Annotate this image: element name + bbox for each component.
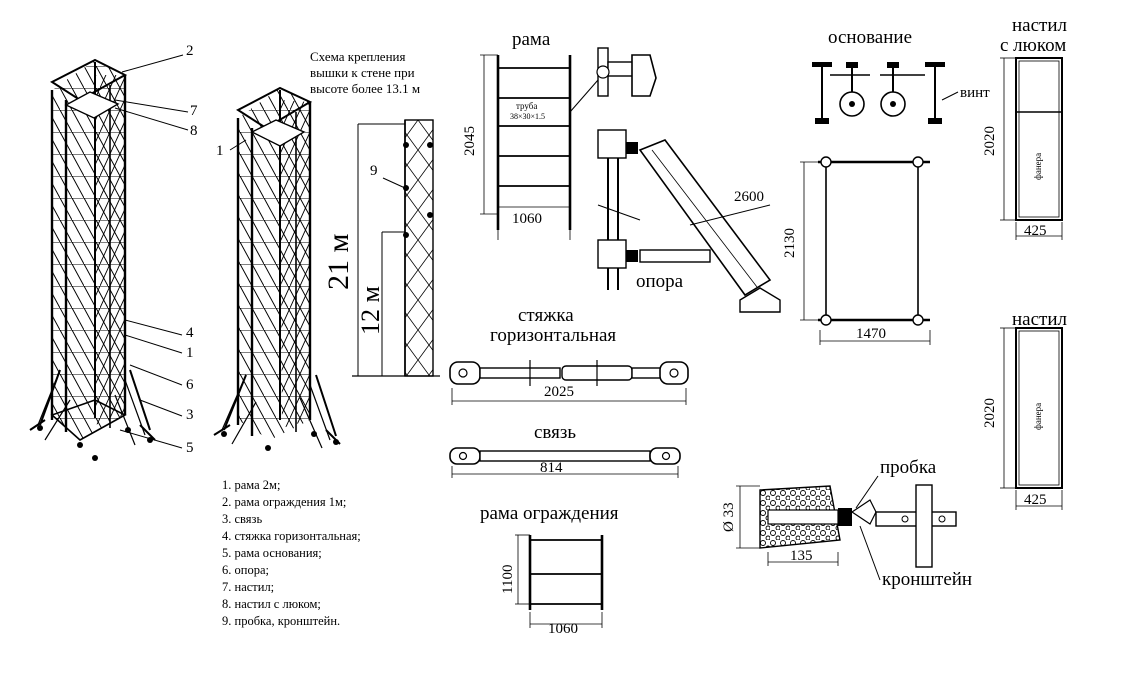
bracket-title: кронштейн xyxy=(882,569,973,590)
guard-frame-width: 1060 xyxy=(548,621,578,637)
deck-length: 2020 xyxy=(982,398,998,428)
legend-item: 1. рама 2м; xyxy=(222,478,281,492)
legend-item: 5. рама основания; xyxy=(222,546,322,560)
callout-7: 7 xyxy=(190,103,198,119)
legend-item: 8. настил с люком; xyxy=(222,597,321,611)
base-wheels xyxy=(812,62,959,124)
support-drawing xyxy=(597,129,781,313)
callout-1-tower2: 1 xyxy=(216,143,224,159)
guard-frame-height: 1100 xyxy=(500,564,516,594)
plug-diameter: Ø 33 xyxy=(721,502,737,532)
height-21m: 21 м xyxy=(322,233,355,290)
callout-4: 4 xyxy=(186,325,194,341)
support-title: опора xyxy=(636,271,684,292)
callout-6: 6 xyxy=(186,377,194,393)
frame-title: рама xyxy=(512,29,551,50)
horizontal-tie-drawing xyxy=(449,360,689,405)
guard-frame-title: рама ограждения xyxy=(480,503,619,524)
link-drawing xyxy=(449,447,681,478)
callout-2: 2 xyxy=(186,43,194,59)
tower-right xyxy=(213,86,341,451)
wall-caption-line-3: высоте более 13.1 м xyxy=(310,81,421,96)
parts-legend: 1. рама 2м; 2. рама ограждения 1м; 3. св… xyxy=(222,477,361,630)
link-title: связь xyxy=(534,422,577,443)
deck-hatch-drawing xyxy=(1000,57,1063,240)
callout-9: 9 xyxy=(370,163,378,179)
plug-title: пробка xyxy=(880,457,937,478)
tower-left xyxy=(29,54,189,461)
link-length: 814 xyxy=(540,460,563,476)
base-width: 1470 xyxy=(856,326,886,342)
wall-caption-line-2: вышки к стене при xyxy=(310,65,415,80)
deck-hatch-material: фанера xyxy=(1033,152,1043,180)
deck-hatch-width: 425 xyxy=(1024,223,1047,239)
support-length: 2600 xyxy=(734,189,764,205)
tie-title-2: горизонтальная xyxy=(490,325,617,346)
frame-drawing xyxy=(480,47,657,240)
frame-height: 2045 xyxy=(462,126,478,156)
callout-3: 3 xyxy=(186,407,194,423)
deck-hatch-title-2: с люком xyxy=(1000,35,1067,56)
legend-item: 6. опора; xyxy=(222,563,269,577)
legend-item: 9. пробка, кронштейн. xyxy=(222,614,341,628)
plug-length: 135 xyxy=(790,548,813,564)
legend-item: 2. рама ограждения 1м; xyxy=(222,495,347,509)
base-title: основание xyxy=(828,27,912,48)
tie-title-1: стяжка xyxy=(518,305,574,326)
deck-drawing xyxy=(1000,327,1063,510)
callout-1: 1 xyxy=(186,345,194,361)
deck-hatch-title-1: настил xyxy=(1012,15,1067,36)
guard-frame-drawing xyxy=(515,534,604,628)
height-12m: 12 м xyxy=(356,286,385,335)
callout-8: 8 xyxy=(190,123,198,139)
tie-length: 2025 xyxy=(544,384,574,400)
frame-pipe-label-2: 38×30×1.5 xyxy=(510,112,546,121)
deck-title: настил xyxy=(1012,309,1067,330)
callout-5: 5 xyxy=(186,440,194,456)
legend-item: 3. связь xyxy=(222,512,263,526)
deck-width: 425 xyxy=(1024,492,1047,508)
frame-width: 1060 xyxy=(512,211,542,227)
wall-anchor-scheme xyxy=(352,119,440,377)
legend-item: 7. настил; xyxy=(222,580,275,594)
wall-caption-line-1: Схема крепления xyxy=(310,49,406,64)
deck-hatch-length: 2020 xyxy=(982,126,998,156)
base-length: 2130 xyxy=(782,228,798,258)
base-screw-label: винт xyxy=(960,85,990,101)
deck-material: фанера xyxy=(1033,402,1043,430)
base-drawing xyxy=(800,62,959,345)
plug-bracket-drawing xyxy=(736,475,957,581)
legend-item: 4. стяжка горизонтальная; xyxy=(222,529,361,543)
frame-pipe-label-1: труба xyxy=(516,101,538,111)
